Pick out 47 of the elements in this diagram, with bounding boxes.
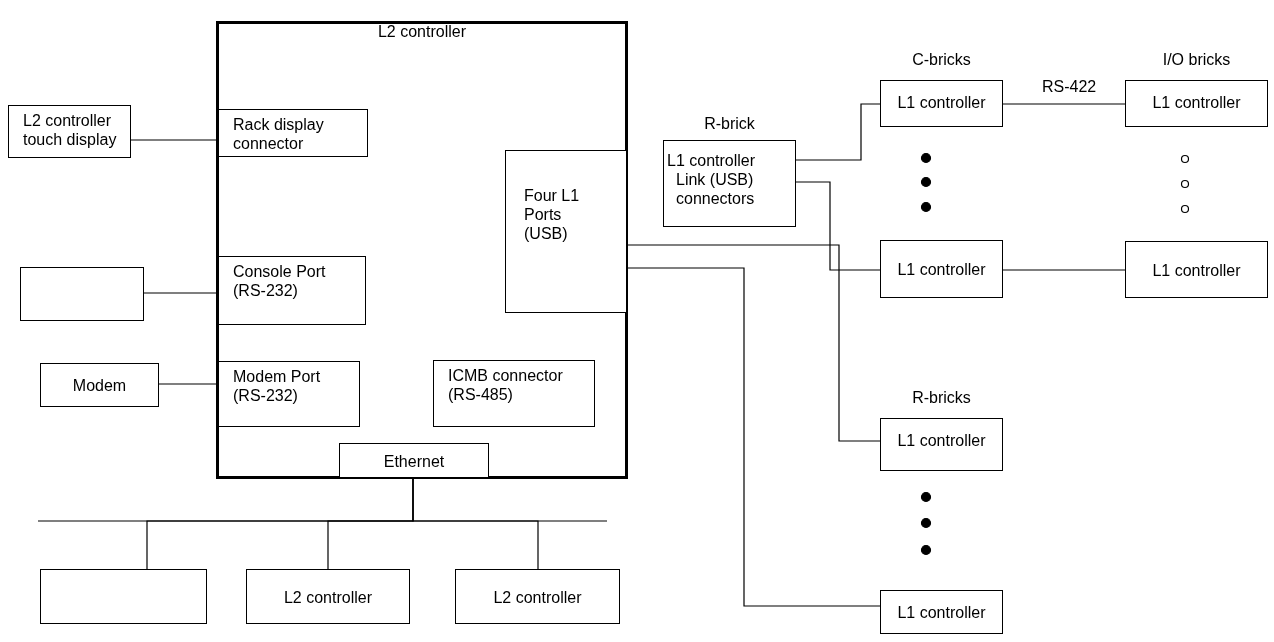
box-label: L2 controller: [492, 587, 583, 606]
box-label: Ethernet: [382, 451, 446, 470]
connector-line: [626, 267, 881, 607]
group-heading: R-bricks: [911, 388, 972, 407]
connector-line: [626, 244, 881, 442]
connector-line: [795, 181, 881, 271]
box-label: ICMB connector (RS-485): [448, 366, 564, 404]
box-label: L1 controller: [896, 259, 987, 279]
connector-line: [412, 477, 539, 570]
component-box: [455, 569, 620, 624]
box-label: Console Port (RS-232): [233, 262, 327, 300]
box-label: Modem Port (RS-232): [233, 367, 322, 405]
component-box: [880, 240, 1003, 298]
box-label: L1 controller: [896, 602, 987, 622]
box-label: L1 controller: [1151, 93, 1242, 112]
port-box: [339, 443, 489, 478]
box-label: L2 controller: [282, 587, 373, 606]
component-box: [218, 256, 366, 325]
group-heading: R-brick: [703, 114, 756, 133]
edge-label: RS-422: [1041, 78, 1098, 96]
box-label: Four L1 Ports (USB): [524, 186, 581, 243]
component-box: [433, 360, 595, 427]
box-label: Rack display connector: [233, 115, 325, 153]
frame-title: L2 controller: [376, 22, 467, 41]
component-box: [880, 590, 1003, 634]
connector-line: [1002, 103, 1126, 105]
box-label: L1 controller: [1151, 260, 1242, 279]
component-box: [505, 150, 627, 313]
box-label: L2 controller touch display: [23, 111, 118, 149]
component-box: [8, 105, 131, 158]
group-heading: C-bricks: [911, 50, 972, 69]
box-label: Link (USB) connectors: [676, 170, 756, 208]
connector-line: [1002, 269, 1126, 271]
component-box: [40, 363, 159, 407]
box-label: Modem: [71, 375, 128, 395]
empty-box: [40, 569, 207, 624]
component-box: [218, 109, 368, 157]
component-box: [1125, 241, 1268, 298]
component-box: [246, 569, 410, 624]
controller-frame: [216, 21, 628, 479]
box-label: L1 controller: [896, 93, 987, 112]
connector-line: [795, 103, 881, 161]
box-label: L1 controller: [667, 151, 757, 170]
empty-box: [20, 267, 144, 321]
component-box: [218, 361, 360, 427]
group-heading: I/O bricks: [1161, 50, 1232, 69]
box-label: L1 controller: [896, 431, 987, 450]
